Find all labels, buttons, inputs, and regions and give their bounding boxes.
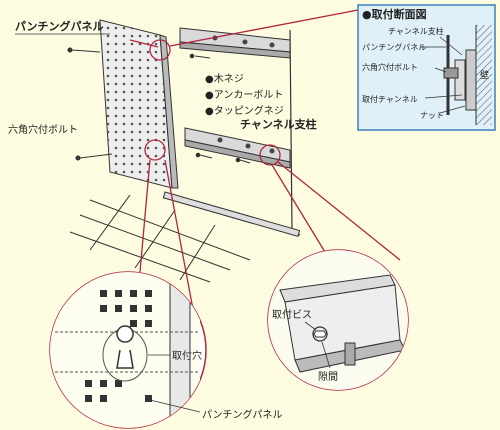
screws bbox=[67, 47, 251, 164]
hex-bolt-icon bbox=[312, 326, 328, 342]
floor-rail bbox=[162, 191, 301, 237]
label-panel-top: パンチングパネル bbox=[15, 19, 104, 33]
section-hex-bolt: 六角穴付ボルト bbox=[362, 62, 418, 72]
section-title: ●取付断面図 bbox=[362, 7, 427, 21]
floor-grid bbox=[69, 194, 251, 283]
label-channel-main: チャンネル支柱 bbox=[240, 117, 317, 131]
label-anchor-bolt: ●アンカーボルト bbox=[205, 89, 283, 101]
section-nut: ナット bbox=[420, 111, 444, 120]
section-diagram bbox=[357, 4, 496, 131]
label-mount-hole: 取付穴 bbox=[172, 349, 202, 362]
keyhole-icon bbox=[116, 325, 134, 369]
section-wall: 壁 bbox=[480, 69, 489, 81]
zoom-channel-screw bbox=[267, 249, 409, 391]
zoom-panel-hole bbox=[49, 271, 207, 429]
channel-bottom bbox=[184, 127, 291, 169]
wall-line bbox=[289, 29, 293, 233]
label-tapping-screw: ●タッピングネジ bbox=[205, 104, 284, 117]
label-panel-bottom: パンチングパネル bbox=[202, 408, 283, 421]
label-mount-screw: 取付ビス bbox=[272, 308, 312, 321]
section-panel: パンチングパネル bbox=[362, 42, 426, 52]
section-mount-channel: 取付チャンネル bbox=[362, 94, 418, 104]
punching-panel bbox=[99, 19, 179, 189]
callout-lines bbox=[129, 9, 401, 321]
channel-top bbox=[179, 27, 291, 59]
label-wood-screw: ●木ネジ bbox=[205, 73, 244, 85]
section-channel: チャンネル支柱 bbox=[388, 26, 444, 36]
label-gap: 隙間 bbox=[318, 370, 338, 383]
label-hex-bolt-main: 六角穴付ボルト bbox=[8, 123, 78, 136]
